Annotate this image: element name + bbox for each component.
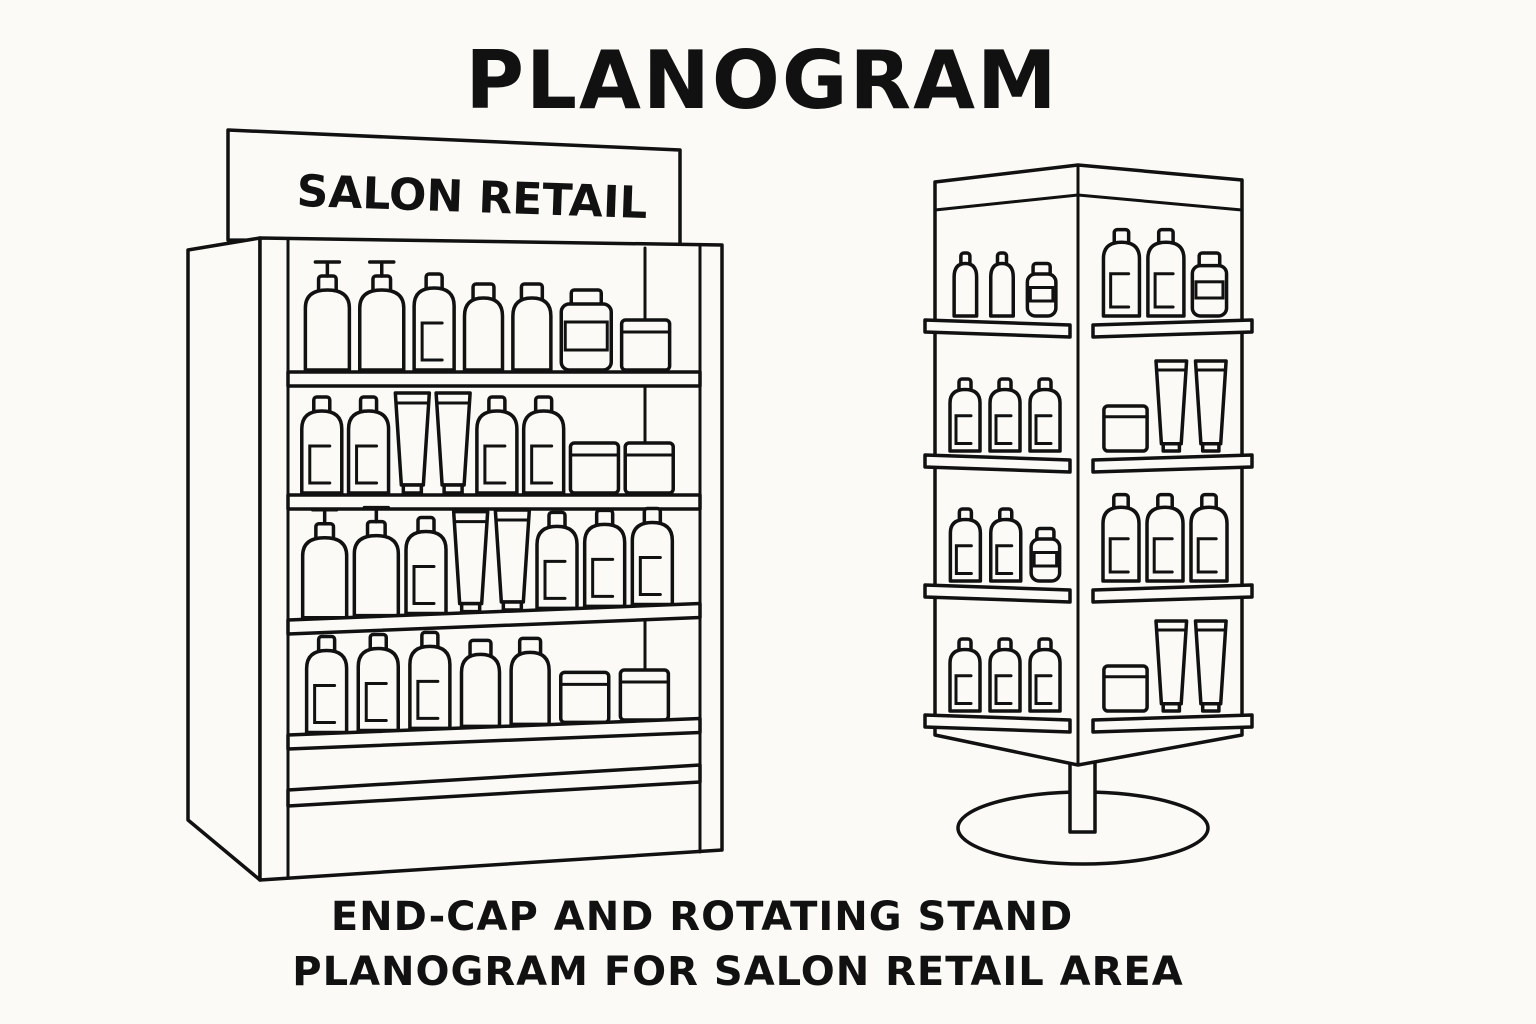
stand-shelf [923, 492, 1254, 604]
labeled-bottle-icon [1028, 637, 1062, 713]
large-jar-icon [559, 288, 613, 372]
jar-icon [1025, 261, 1058, 318]
labeled-bottle-icon [1101, 492, 1141, 583]
small-bottle-icon [459, 638, 502, 729]
tube-icon [1193, 619, 1228, 713]
stand-shelf [923, 359, 1254, 474]
labeled-bottle-icon [1145, 492, 1185, 583]
pump-bottle-icon [358, 260, 406, 372]
kick-plate [286, 763, 702, 808]
shelf-board [1091, 318, 1254, 339]
rotating-stand [923, 163, 1254, 866]
shelf-board [923, 453, 1072, 474]
labeled-bottle-icon [630, 506, 675, 607]
labeled-bottle-icon [475, 395, 519, 495]
shelf-board [286, 716, 702, 751]
caption-line-2: PLANOGRAM FOR SALON RETAIL AREA [292, 949, 1183, 995]
bottle-icon [952, 251, 979, 318]
end-cap-shelf [286, 391, 702, 511]
labeled-bottle-icon [412, 272, 456, 372]
tube-icon [434, 391, 472, 495]
tub-icon [1102, 404, 1149, 453]
caption-line-1: END-CAP AND ROTATING STAND [331, 894, 1073, 940]
shelf-board [923, 583, 1072, 604]
small-bottle-icon [462, 282, 505, 372]
small-bottle-icon [509, 636, 551, 727]
jar-icon [1190, 251, 1229, 318]
jar-icon [1029, 526, 1062, 583]
side-panel [186, 236, 262, 882]
tub-icon [623, 441, 675, 495]
tub-icon [559, 670, 611, 725]
tube-icon [393, 391, 432, 495]
tube-icon [1193, 359, 1228, 453]
labeled-bottle-icon [948, 507, 983, 583]
shelf-board [286, 493, 702, 511]
labeled-bottle-icon [535, 510, 579, 611]
shelf-board [1091, 583, 1254, 604]
sign-label: SALON RETAIL [296, 166, 648, 229]
labeled-bottle-icon [988, 377, 1022, 453]
labeled-bottle-icon [582, 508, 627, 609]
stand-pole [1068, 758, 1097, 834]
labeled-bottle-icon [989, 507, 1023, 583]
pump-bottle-icon [300, 507, 349, 620]
small-bottle-icon [511, 282, 553, 372]
shelf-board [1091, 713, 1254, 734]
labeled-bottle-icon [948, 637, 982, 713]
labeled-bottle-icon [404, 515, 448, 616]
end-cap-shelf [286, 630, 702, 751]
labeled-bottle-icon [1189, 492, 1229, 583]
labeled-bottle-icon [408, 630, 452, 731]
labeled-bottle-icon [988, 637, 1022, 713]
end-cap-shelf [286, 505, 702, 636]
labeled-bottle-icon [1146, 227, 1186, 318]
shelf-board [286, 370, 702, 388]
page-title: PLANOGRAM [465, 34, 1058, 127]
labeled-bottle-icon [304, 634, 349, 735]
tub-icon [618, 668, 671, 722]
tube-icon [1154, 619, 1189, 713]
shelf-board [923, 713, 1072, 734]
labeled-bottle-icon [1028, 377, 1062, 453]
tube-icon [451, 509, 490, 614]
tub-icon [568, 441, 621, 495]
stand-shelf [923, 227, 1254, 339]
labeled-bottle-icon [300, 395, 344, 495]
labeled-bottle-icon [356, 632, 400, 733]
stand-shelf [923, 619, 1254, 734]
shelf-board [286, 601, 702, 636]
end-cap-display: SALON RETAIL [186, 128, 724, 882]
tube-icon [1154, 359, 1189, 453]
pump-bottle-icon [303, 260, 352, 372]
labeled-bottle-icon [948, 377, 982, 453]
end-cap-shelf [286, 260, 702, 388]
pump-bottle-icon [352, 505, 401, 618]
labeled-bottle-icon [1101, 227, 1142, 318]
labeled-bottle-icon [521, 395, 566, 495]
tube-icon [493, 508, 532, 612]
bottle-icon [989, 251, 1015, 318]
shelf-board [923, 318, 1072, 339]
tub-icon [1102, 664, 1149, 713]
shelf-board [1091, 453, 1254, 474]
tub-icon [619, 318, 672, 372]
labeled-bottle-icon [346, 395, 391, 495]
